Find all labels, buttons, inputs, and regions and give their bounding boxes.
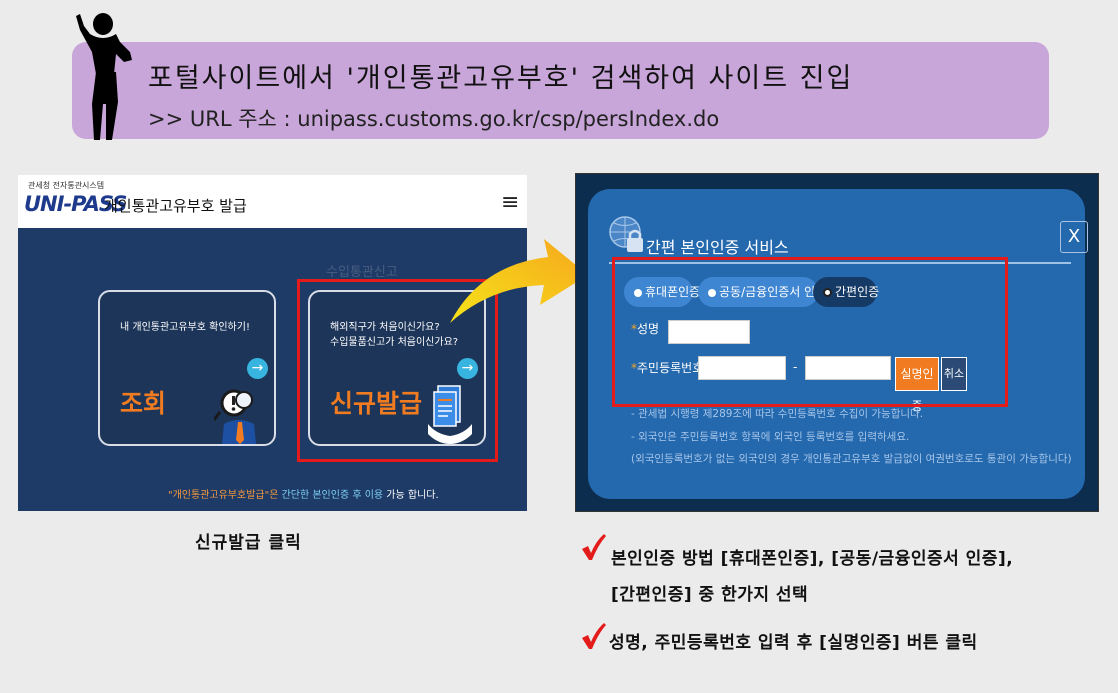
new-issue-card[interactable]: 해외직구가 처음이신가요? 수입물품신고가 처음이신가요? 신규발급 → (308, 290, 486, 446)
note-line: (외국인등록번호가 없는 외국인의 경우 개인통관고유부호 발급없이 여권번호로… (631, 453, 1072, 465)
rrn-back-input[interactable] (805, 356, 891, 380)
bullet-auth-method-line1: 본인인증 방법 [휴대폰인증], [공동/금융인증서 인증], (611, 549, 1014, 569)
bullet-auth-method-line2: [간편인증] 중 한가지 선택 (611, 585, 809, 605)
new-issue-desc: 해외직구가 처음이신가요? 수입물품신고가 처음이신가요? (330, 320, 458, 350)
note-line: - 외국인은 주민등록번호 항목에 외국인 등록번호를 입력하세요. (631, 431, 910, 443)
inquiry-label: 조회 (120, 389, 167, 418)
option-label: 공동/금융인증서 인증 (719, 285, 827, 299)
cancel-button[interactable]: 취소 (941, 357, 967, 391)
radio-icon (634, 288, 642, 297)
globe-lock-icon (609, 216, 643, 252)
magnifier-person-icon (214, 389, 256, 444)
notice-part1: "개인통관고유부호발급"은 (168, 490, 282, 501)
app-header: 관세청 전자통관시스템 UNI-PASS 개인통관고유부호 발급 ≡ (18, 175, 527, 228)
title-divider (609, 262, 1071, 264)
logo-subtitle: 관세청 전자통관시스템 (28, 181, 105, 190)
issuance-notice: "개인통관고유부호발급"은 간단한 본인인증 후 이용 가능 합니다. (168, 486, 439, 501)
radio-selected-icon (823, 288, 832, 297)
pointer-arrow-icon (450, 239, 588, 323)
unipass-logo[interactable]: UNI-PASS (24, 192, 127, 216)
name-input[interactable] (668, 320, 750, 344)
inquiry-card[interactable]: 내 개인통관고유부호 확인하기! 조회 → (98, 290, 276, 446)
option-simple-auth[interactable]: 간편인증 (813, 277, 880, 307)
checkmark-icon (582, 534, 606, 560)
highlight-box-new-issue (297, 279, 498, 462)
left-caption: 신규발급 클릭 (195, 533, 302, 553)
presenter-silhouette-icon (76, 13, 132, 140)
name-label: *성명 (631, 322, 660, 336)
inquiry-desc: 내 개인통관고유부호 확인하기! (120, 322, 250, 333)
rrn-front-input[interactable] (698, 356, 786, 380)
hamburger-menu-icon[interactable]: ≡ (501, 190, 520, 215)
faint-background-text: 수입통관신고 (326, 265, 398, 280)
auth-popup-screenshot: 간편 본인인증 서비스 X 휴대폰인증 공동/금융인증서 인증 간편인증 *성명… (575, 173, 1099, 512)
arrow-right-icon[interactable]: → (457, 358, 478, 379)
radio-icon (708, 288, 716, 297)
option-label: 휴대폰인증 (645, 285, 701, 299)
highlight-box-auth-form (612, 257, 1008, 407)
instruction-banner (72, 42, 1049, 139)
note-line: - 관세법 시행령 제289조에 따라 수민등록번호 수집이 가능합니다. (631, 408, 924, 420)
banner-title: 포털사이트에서 '개인통관고유부호' 검색하여 사이트 진입 (148, 63, 854, 94)
rrn-dash: - (793, 360, 798, 374)
header-title: 개인통관고유부호 발급 (104, 197, 247, 215)
arrow-right-icon[interactable]: → (247, 358, 268, 379)
notice-part3: 가능 합니다. (383, 490, 439, 501)
auth-service-title: 간편 본인인증 서비스 (646, 238, 789, 257)
document-hand-icon (428, 385, 472, 444)
auth-panel (588, 189, 1085, 499)
notice-part2: 간단한 본인인증 후 이용 (281, 490, 384, 501)
unipass-mobile-screenshot: 관세청 전자통관시스템 UNI-PASS 개인통관고유부호 발급 ≡ 수입통관신… (18, 175, 527, 511)
checkmark-icon (582, 623, 606, 649)
new-issue-desc-line2: 수입물품신고가 처음이신가요? (330, 337, 459, 348)
close-button[interactable]: X (1060, 221, 1088, 253)
verify-name-button[interactable]: 실명인증 (895, 357, 939, 413)
banner-url: >> URL 주소 : unipass.customs.go.kr/csp/pe… (148, 107, 720, 131)
option-phone-auth[interactable]: 휴대폰인증 (624, 277, 700, 307)
new-issue-desc-line1: 해외직구가 처음이신가요? (330, 322, 440, 333)
bullet-verify-instruction: 성명, 주민등록번호 입력 후 [실명인증] 버튼 클릭 (609, 633, 978, 653)
option-certificate-auth[interactable]: 공동/금융인증서 인증 (698, 277, 826, 307)
option-label: 간편인증 (835, 285, 880, 299)
rrn-label: *주민등록번호 (631, 361, 704, 375)
new-issue-label: 신규발급 (330, 389, 423, 418)
